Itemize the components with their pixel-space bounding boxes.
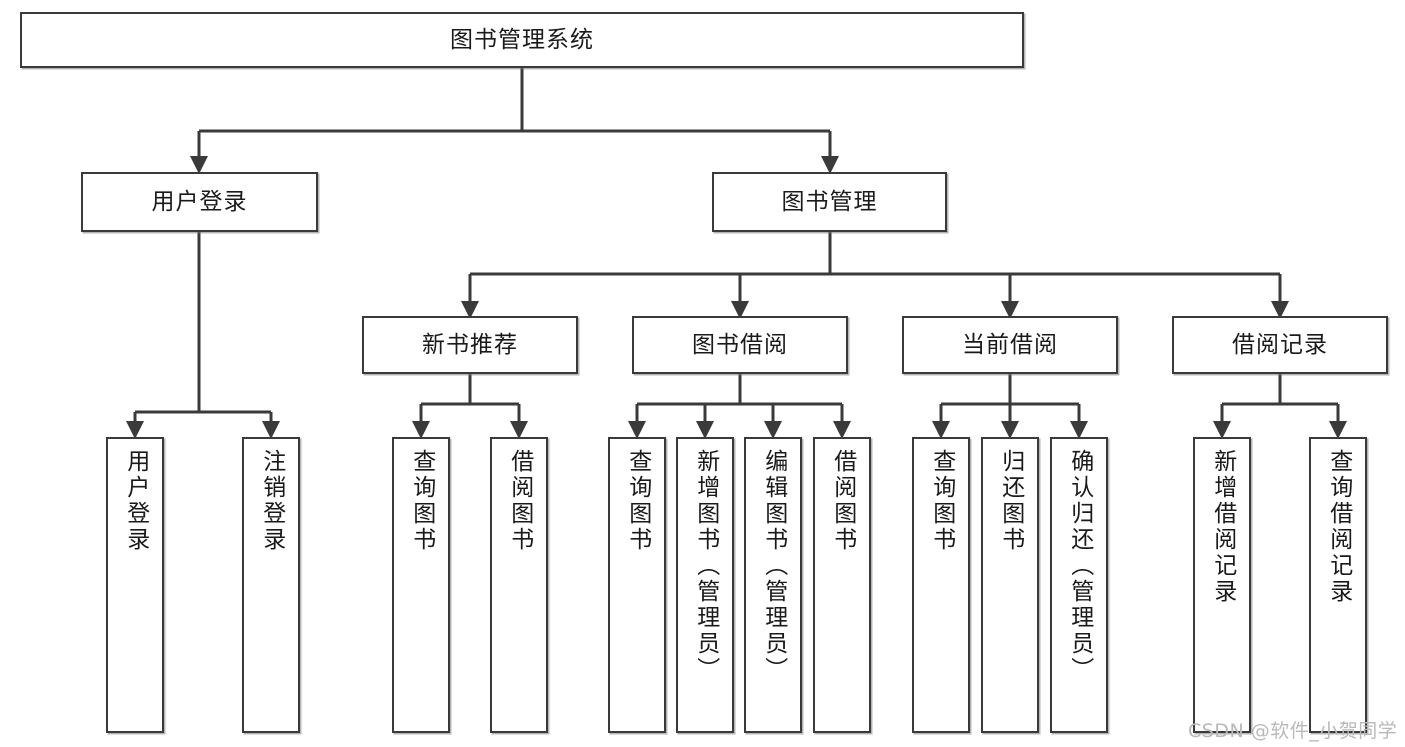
leaf-current-confirm-return-admin[interactable]: 确认归还（管理员） xyxy=(1050,437,1108,733)
node-label: 编辑图书（管理员） xyxy=(760,449,787,683)
node-label: 新增借阅记录 xyxy=(1209,449,1236,605)
node-label: 借阅图书 xyxy=(829,449,856,553)
node-label: 新书推荐 xyxy=(422,331,518,358)
node-borrow-record[interactable]: 借阅记录 xyxy=(1172,316,1388,374)
node-label: 图书管理 xyxy=(781,188,878,215)
node-label: 查询图书 xyxy=(624,449,651,553)
leaf-borrow-edit-book-admin[interactable]: 编辑图书（管理员） xyxy=(744,437,802,733)
leaf-new-book-borrow-book[interactable]: 借阅图书 xyxy=(490,437,548,733)
node-label: 查询图书 xyxy=(928,449,955,553)
leaf-borrow-add-book-admin[interactable]: 新增图书（管理员） xyxy=(676,437,734,733)
leaf-current-return-book[interactable]: 归还图书 xyxy=(981,437,1039,733)
node-label: 查询借阅记录 xyxy=(1325,449,1352,605)
node-label: 用户登录 xyxy=(151,188,248,215)
node-label: 注销登录 xyxy=(258,449,285,553)
node-label: 借阅图书 xyxy=(506,449,533,553)
node-book-borrow[interactable]: 图书借阅 xyxy=(632,316,848,374)
csdn-watermark: CSDN @软件_小贺同学 xyxy=(1188,720,1398,742)
node-book-management[interactable]: 图书管理 xyxy=(712,172,947,232)
node-label: 当前借阅 xyxy=(962,331,1058,358)
node-label: 新增图书（管理员） xyxy=(692,449,719,683)
node-new-book-recommend[interactable]: 新书推荐 xyxy=(362,316,578,374)
leaf-record-add-borrow-record[interactable]: 新增借阅记录 xyxy=(1193,437,1251,733)
node-label: 用户登录 xyxy=(122,449,149,553)
node-label: 归还图书 xyxy=(997,449,1024,553)
node-label: 确认归还（管理员） xyxy=(1066,449,1093,683)
node-root-library-management-system[interactable]: 图书管理系统 xyxy=(20,12,1024,68)
leaf-user-login-logout[interactable]: 注销登录 xyxy=(242,437,300,733)
leaf-record-query-borrow-record[interactable]: 查询借阅记录 xyxy=(1309,437,1367,733)
node-label: 借阅记录 xyxy=(1232,331,1328,358)
node-current-borrow[interactable]: 当前借阅 xyxy=(902,316,1118,374)
leaf-current-query-book[interactable]: 查询图书 xyxy=(912,437,970,733)
node-label: 查询图书 xyxy=(408,449,435,553)
node-label: 图书借阅 xyxy=(692,331,788,358)
leaf-user-login-login[interactable]: 用户登录 xyxy=(106,437,164,733)
node-user-login[interactable]: 用户登录 xyxy=(81,172,318,232)
leaf-borrow-query-book[interactable]: 查询图书 xyxy=(608,437,666,733)
leaf-borrow-borrow-book[interactable]: 借阅图书 xyxy=(813,437,871,733)
leaf-new-book-query-book[interactable]: 查询图书 xyxy=(392,437,450,733)
node-label: 图书管理系统 xyxy=(450,26,594,53)
